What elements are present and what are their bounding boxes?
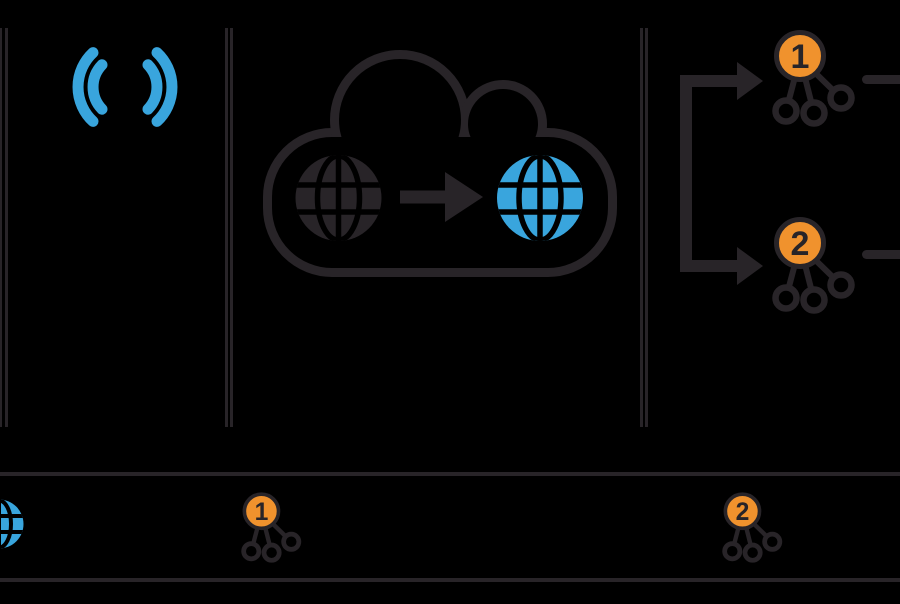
output-node-2: 2: [772, 217, 855, 314]
leader-line-2: [862, 250, 900, 259]
globe-blue-icon: [497, 155, 583, 241]
leader-line-1: [862, 75, 900, 84]
divider-rule: [225, 28, 228, 427]
legend-badge-number-2: 2: [736, 499, 750, 526]
branch-arrow-top-icon: [737, 62, 763, 100]
signal-arc-inner-right: [142, 59, 163, 115]
legend-badge-circle-1: [242, 492, 281, 531]
divider-rule: [5, 28, 8, 427]
branch-arrow-bottom-icon: [737, 247, 763, 285]
signal-arc-inner-left: [87, 59, 108, 115]
globe-grid: [0, 499, 24, 549]
signal-arcs: [72, 47, 178, 127]
badge-circle-1: [774, 30, 826, 82]
branch-trunk: [680, 75, 740, 272]
legend-badge-circle-2: [723, 492, 762, 531]
globe-grid: [295, 155, 382, 241]
output-node-1: 1: [772, 30, 855, 127]
network-nodes-icon: [722, 511, 783, 563]
signal-arc-outer-left: [72, 47, 99, 127]
legend-divider-bottom: [0, 578, 900, 582]
legend-badge-number-1: 1: [255, 499, 269, 526]
divider-rule: [640, 28, 643, 427]
cloud-migration-graphic: [263, 50, 617, 277]
globe-dark-icon: [295, 155, 382, 241]
legend-node-1: 1: [241, 492, 302, 563]
globe-grid: [497, 155, 583, 241]
divider-rule: [645, 28, 648, 427]
legend-globe-blue-icon: [0, 499, 24, 549]
arrow-right-icon: [400, 172, 483, 222]
divider-rule: [230, 28, 233, 427]
badge-number-2: 2: [791, 225, 810, 263]
badge-number-1: 1: [791, 38, 810, 76]
signal-arc-outer-right: [151, 47, 178, 127]
branch-connector: [680, 62, 763, 285]
legend-node-2: 2: [722, 492, 783, 563]
badge-circle-2: [774, 217, 826, 269]
divider-rule: [0, 28, 2, 427]
signal-waves-icon: [72, 47, 178, 127]
legend-divider-top: [0, 472, 900, 476]
network-nodes-icon: [772, 55, 855, 127]
